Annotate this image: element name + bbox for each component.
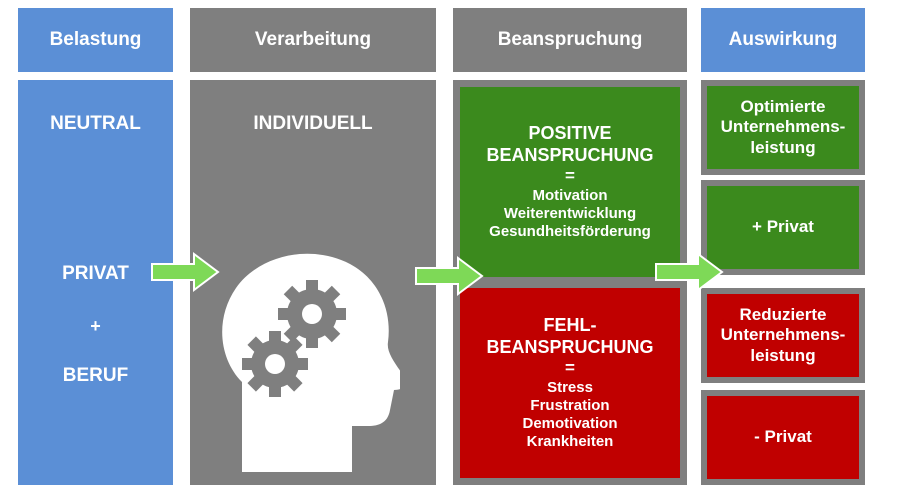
plus-privat-label: + Privat — [752, 217, 814, 237]
header-auswirkung-label: Auswirkung — [728, 29, 838, 50]
header-belastung-label: Belastung — [49, 29, 142, 50]
positive-item: Weiterentwicklung — [503, 204, 637, 222]
reduzierte-leistung-box: Reduzierte Unternehmens- leistung — [707, 294, 859, 377]
right-arrow-icon — [655, 252, 724, 292]
auswirkung-plus-privat-frame: + Privat — [701, 180, 865, 275]
right-arrow-icon — [415, 256, 484, 296]
plus-privat-box: + Privat — [707, 186, 859, 269]
fehl-title-line2: BEANSPRUCHUNG — [486, 336, 654, 357]
fehl-title-line1: FEHL- — [543, 315, 597, 336]
privat-label: PRIVAT — [62, 263, 129, 284]
auswirkung-optimiert-frame: Optimierte Unternehmens- leistung — [701, 80, 865, 175]
header-auswirkung: Auswirkung — [701, 8, 865, 72]
positive-item: Motivation — [532, 186, 608, 204]
beruf-label: BERUF — [62, 365, 129, 386]
auswirkung-reduziert-frame: Reduzierte Unternehmens- leistung — [701, 288, 865, 383]
minus-privat-label: - Privat — [754, 427, 812, 447]
header-beanspruchung-label: Beanspruchung — [497, 29, 643, 50]
head-with-gears-icon — [222, 253, 400, 472]
individuell-label: INDIVIDUELL — [253, 113, 373, 134]
fehl-equals: = — [565, 358, 575, 378]
minus-privat-box: - Privat — [707, 396, 859, 479]
header-beanspruchung: Beanspruchung — [453, 8, 687, 72]
reduziert-line2: Unternehmens- — [720, 325, 846, 345]
neutral-label: NEUTRAL — [50, 113, 141, 134]
fehl-beanspruchung-box: FEHL- BEANSPRUCHUNG = Stress Frustration… — [460, 288, 680, 478]
header-belastung: Belastung — [18, 8, 173, 72]
belastung-panel: NEUTRAL PRIVAT + BERUF — [18, 80, 173, 485]
positive-item: Gesundheitsförderung — [489, 222, 651, 240]
fehl-item: Demotivation — [522, 414, 618, 432]
optimierte-leistung-box: Optimierte Unternehmens- leistung — [707, 86, 859, 169]
optimiert-line1: Optimierte — [740, 96, 826, 116]
fehl-item: Krankheiten — [526, 432, 614, 450]
positive-title-line1: POSITIVE — [528, 123, 612, 144]
fehl-item: Stress — [547, 378, 593, 396]
plus-label: + — [90, 316, 101, 336]
positive-title-line2: BEANSPRUCHUNG — [486, 144, 654, 165]
header-verarbeitung: Verarbeitung — [190, 8, 436, 72]
optimiert-line2: Unternehmens- — [720, 117, 846, 137]
optimiert-line3: leistung — [750, 137, 816, 157]
auswirkung-minus-privat-frame: - Privat — [701, 390, 865, 485]
verarbeitung-panel: INDIVIDUELL — [190, 80, 436, 485]
positive-beanspruchung-box: POSITIVE BEANSPRUCHUNG = Motivation Weit… — [460, 87, 680, 277]
beanspruchung-panel: POSITIVE BEANSPRUCHUNG = Motivation Weit… — [453, 80, 687, 485]
right-arrow-icon — [151, 252, 220, 292]
fehl-item: Frustration — [530, 396, 610, 414]
positive-equals: = — [565, 166, 575, 186]
reduziert-line1: Reduzierte — [739, 304, 827, 324]
header-verarbeitung-label: Verarbeitung — [254, 29, 372, 50]
reduziert-line3: leistung — [750, 345, 816, 365]
